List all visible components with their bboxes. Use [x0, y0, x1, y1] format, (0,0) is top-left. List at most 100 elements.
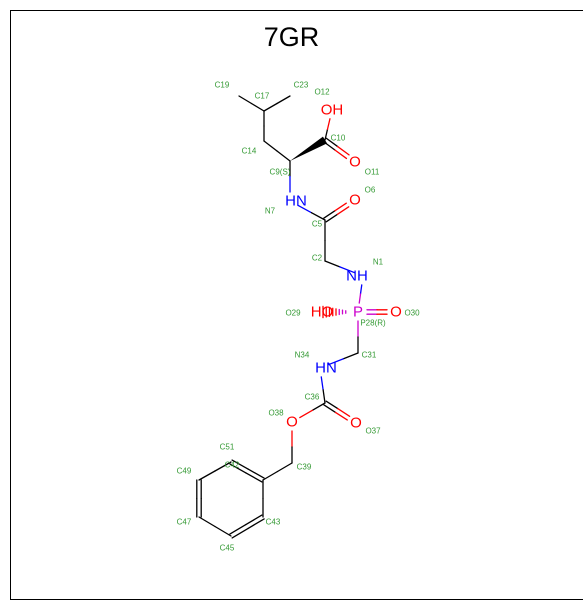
bond-c39-c42 [262, 462, 293, 481]
atom-o38: O [286, 414, 298, 431]
bond-c5-o6 [323, 210, 336, 219]
bond-c19-c17 [238, 95, 253, 105]
bond-c23-c17 [276, 95, 291, 105]
atom-label-c47: C47 [177, 518, 192, 527]
bond-c36-o37 [334, 411, 348, 421]
bond-c10-o11 [325, 137, 339, 148]
bond-p28-o30 [366, 309, 388, 315]
atom-label-c17: C17 [255, 92, 270, 101]
bond-c31-n34 [342, 352, 359, 360]
bond-c45-c43 [247, 518, 265, 530]
bond-c2-n1 [324, 260, 356, 274]
bond-c45-c43 [229, 514, 265, 539]
bond-n1-p28 [358, 293, 362, 304]
atom-label-o11: O11 [365, 168, 380, 177]
atom-label-c45: C45 [220, 544, 235, 553]
bond-c42-c51 [229, 459, 265, 483]
atom-label-o12: O12 [314, 88, 330, 97]
bond-c51-c49 [198, 470, 216, 481]
bond-c23-c17 [263, 102, 278, 112]
atom-label-c51: C51 [220, 443, 235, 452]
atom-o29: HO [311, 304, 334, 321]
atom-label-p28: P28(R) [360, 319, 386, 328]
bond-c39-c42 [276, 462, 293, 473]
bond-c42-c51 [231, 459, 249, 470]
bond-n7-c5 [310, 211, 326, 221]
bond-c10-o11 [334, 149, 348, 160]
bond-n34-c36 [320, 376, 326, 404]
atom-o6: O [349, 192, 361, 209]
bond-c45-c43 [245, 514, 263, 526]
diagram-frame [10, 10, 583, 600]
atom-o12: OH [321, 102, 344, 119]
atom-label-c14: C14 [242, 147, 257, 156]
bond-c10-o11 [323, 137, 350, 160]
bond-c9-c10-wedge [290, 136, 328, 161]
atom-p28: P [353, 304, 363, 321]
atom-label-o38: O38 [268, 409, 284, 418]
bond-c14-c9 [263, 140, 278, 152]
bond-c5-o6 [323, 202, 350, 223]
bond-c36-o37 [323, 400, 351, 421]
bond-c31-n34 [327, 352, 359, 366]
atom-label-n1: N1 [373, 258, 384, 267]
bond-c14-c9 [276, 150, 291, 162]
molecule-title: 7GR [263, 22, 320, 52]
bond-c51-c49 [198, 461, 232, 481]
atom-label-c39: C39 [297, 463, 312, 472]
atom-o30: O [390, 304, 402, 321]
bond-c36-o37 [337, 408, 351, 417]
bond-n7-c5 [297, 204, 313, 214]
bond-c45-c43 [231, 527, 249, 539]
atom-label-o29: O29 [285, 309, 301, 318]
bond-c47-c45 [214, 525, 232, 537]
atom-label-c43: C43 [266, 518, 281, 527]
atom-label-n34: N34 [295, 351, 310, 360]
atom-label-c36: C36 [305, 393, 320, 402]
bond-c42-c51 [247, 468, 265, 479]
atom-label-c31: C31 [362, 351, 377, 360]
bond-c36-o37 [323, 404, 337, 414]
bond-c5-o6 [336, 206, 350, 215]
bond-c49-c47 [196, 479, 202, 518]
bond-c31-n34 [327, 358, 344, 366]
bond-c10-o12 [324, 118, 331, 141]
bond-c19-c17 [238, 95, 265, 112]
bond-n1-p28 [358, 284, 363, 304]
atom-label-c42: C42 [225, 461, 240, 470]
bond-c2-n1 [339, 266, 356, 274]
atom-n7: HN [285, 193, 307, 210]
bonds-layer [196, 95, 388, 539]
bond-c45-c43 [229, 523, 247, 535]
bond-n34-c36 [322, 389, 326, 404]
atom-n1: NH [346, 268, 368, 285]
atom-label-c10: C10 [331, 134, 346, 143]
atom-label-c19: C19 [215, 81, 230, 90]
bond-c36-o38 [311, 402, 326, 411]
bond-c47-c45 [198, 516, 232, 537]
atom-n34: HN [315, 360, 337, 377]
bond-c5-o6 [334, 202, 347, 212]
atom-o11: O [349, 154, 361, 171]
bond-c5-o6 [325, 213, 339, 223]
atom-label-c9: C9(S) [270, 168, 291, 177]
bond-n34-c36 [320, 376, 324, 391]
atom-label-c2: C2 [312, 254, 323, 263]
bond-c14-c9 [263, 140, 291, 162]
bond-c51-c49 [214, 461, 232, 472]
atom-label-c23: C23 [294, 81, 309, 90]
bond-c42-c51 [245, 472, 263, 483]
atom-label-c5: C5 [312, 220, 323, 229]
bond-c47-c45 [198, 516, 216, 528]
bond-c10-o11 [323, 141, 336, 151]
atom-o37: O [350, 415, 362, 432]
atom-label-n7: N7 [265, 207, 276, 216]
bond-c19-c17 [250, 102, 265, 112]
atoms-layer: OH O O HN NH HO P O HN O O [285, 102, 402, 432]
bond-c39-c42 [262, 470, 279, 481]
atom-label-o37: O37 [365, 427, 381, 436]
bond-c36-o38 [299, 409, 314, 419]
bond-c2-n1 [324, 260, 341, 268]
